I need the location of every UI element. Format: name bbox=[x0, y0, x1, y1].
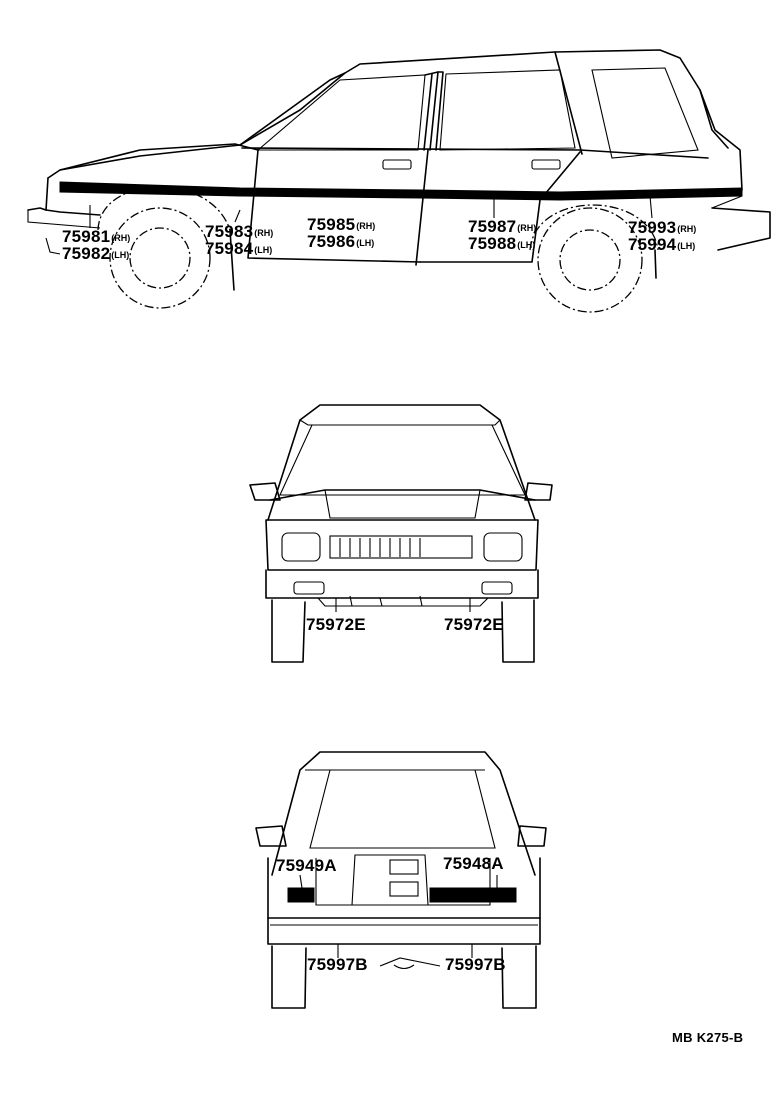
part-label-75983: 75983(RH) bbox=[205, 222, 274, 241]
part-label-75972e-left: 75972E bbox=[306, 615, 366, 634]
part-label-75982: 75982(LH) bbox=[62, 244, 130, 263]
side-view-drawing bbox=[27, 49, 771, 313]
part-label-75972e-right: 75972E bbox=[444, 615, 504, 634]
diagram-code: MB K275-B bbox=[672, 1030, 744, 1045]
part-label-75948a: 75948A bbox=[443, 854, 504, 873]
part-label-75986: 75986(LH) bbox=[307, 232, 375, 251]
part-label-75994: 75994(LH) bbox=[628, 235, 696, 254]
part-label-75985: 75985(RH) bbox=[307, 215, 376, 234]
part-label-75949a: 75949A bbox=[276, 856, 337, 875]
part-label-75984: 75984(LH) bbox=[205, 239, 273, 258]
front-view-drawing bbox=[249, 404, 553, 663]
part-label-75981: 75981(RH) bbox=[62, 227, 131, 246]
part-label-75988: 75988(LH) bbox=[468, 234, 536, 253]
rear-view-drawing bbox=[255, 751, 547, 1009]
part-label-75993: 75993(RH) bbox=[628, 218, 697, 237]
part-label-75997b-left: 75997B bbox=[307, 955, 368, 974]
part-label-75987: 75987(RH) bbox=[468, 217, 537, 236]
part-label-75997b-right: 75997B bbox=[445, 955, 506, 974]
